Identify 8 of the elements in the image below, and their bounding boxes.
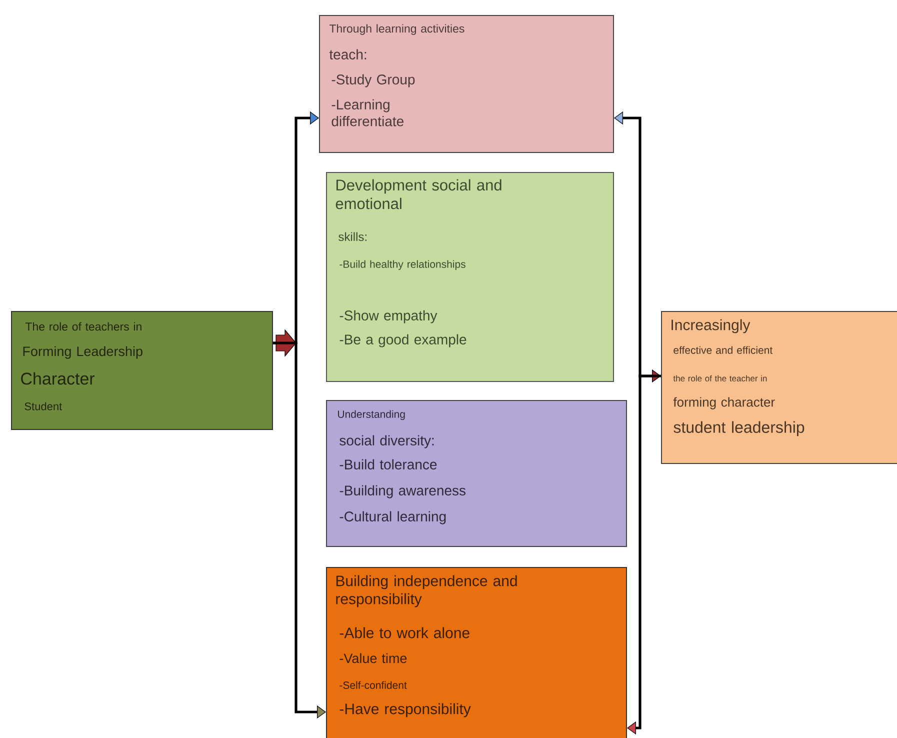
arrow (627, 374, 661, 735)
flow-box: Through learning activities teach: -Study Group -Learning differentiate (319, 15, 614, 153)
arrow (273, 111, 319, 357)
flow-box: The role of teachers in Forming Leadership Character Student (11, 311, 273, 430)
flow-box: Building independence and responsibility -Able to work alone -Value time -Self-confident -Have responsibility (326, 567, 627, 738)
flow-box: Increasingly effective and efficient the role of the teacher in forming character student leadership (661, 311, 897, 464)
flow-box: Understanding social diversity: -Build tolerance -Building awareness -Cultural learning (326, 400, 627, 547)
flow-box: Development social and emotional skills: -Build healthy relationships -Show empathy -Be a good example (326, 172, 614, 382)
